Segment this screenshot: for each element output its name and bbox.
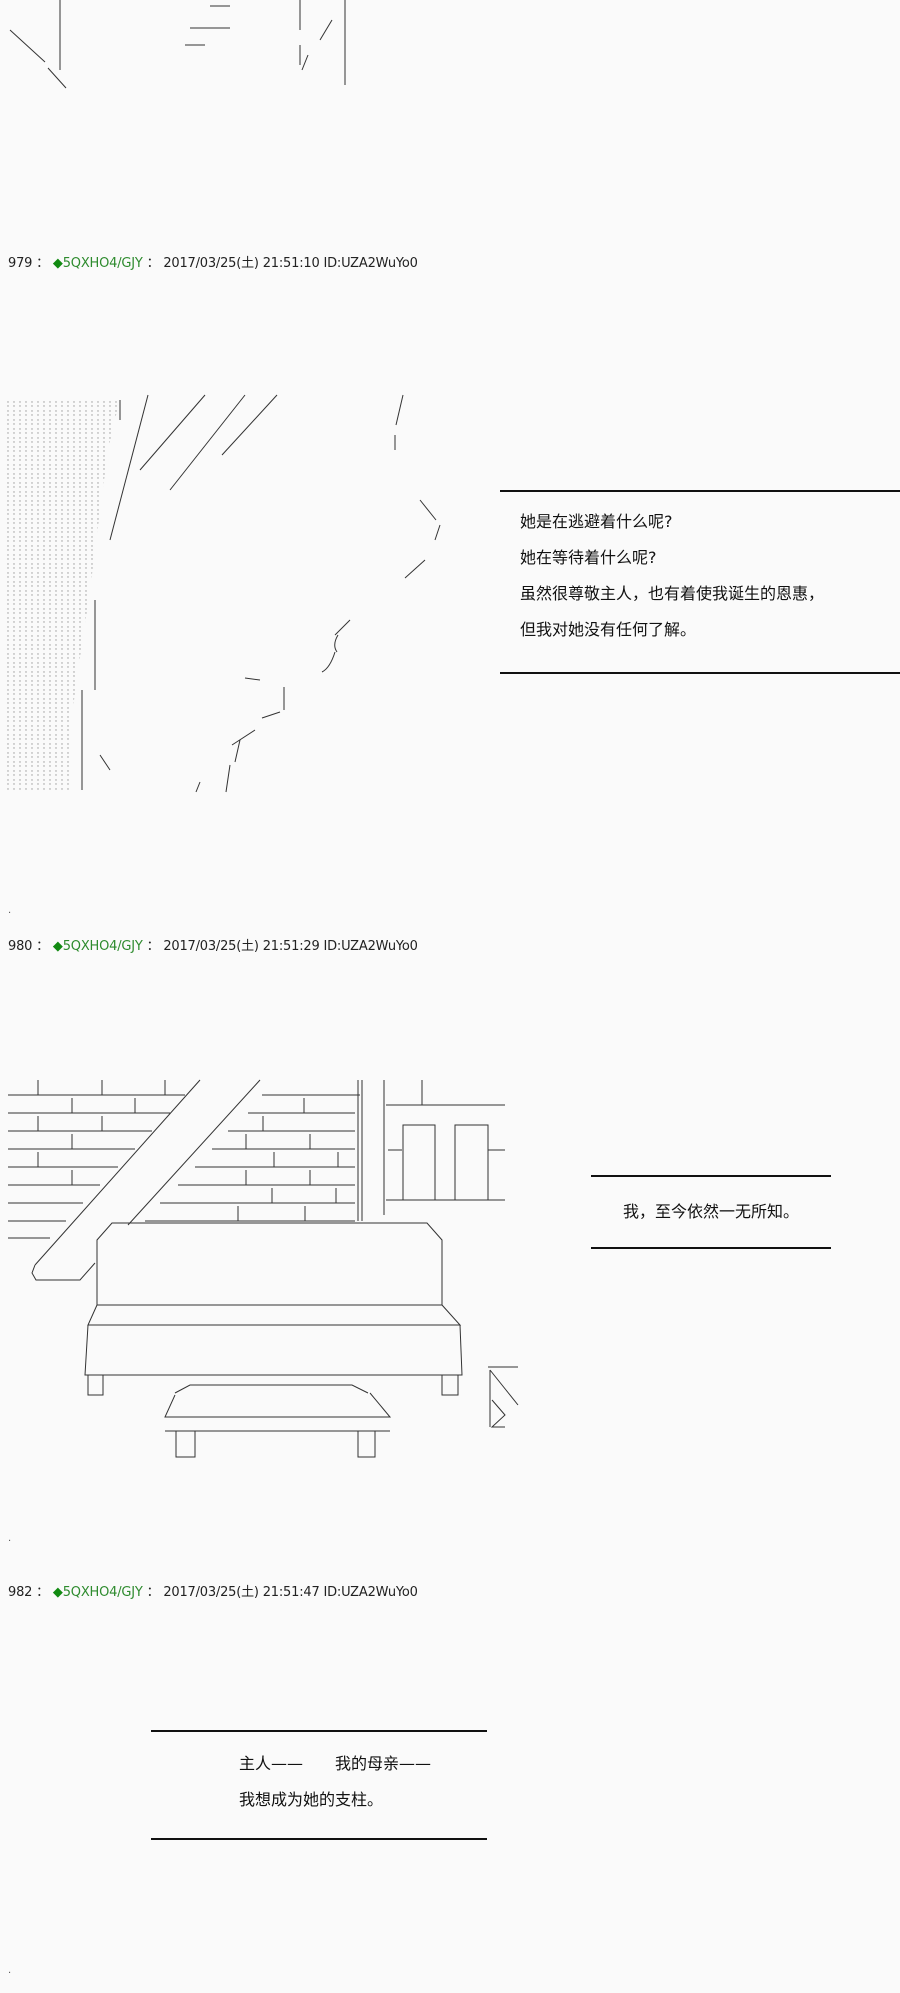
- post-datetime: 2017/03/25(土) 21:51:29: [163, 939, 320, 954]
- separator: ：: [146, 939, 160, 954]
- narration-line: 她在等待着什么呢?: [520, 548, 657, 567]
- trip-diamond-icon: ◆: [52, 1585, 63, 1600]
- post-datetime: 2017/03/25(土) 21:51:10: [163, 256, 320, 271]
- separator-dot: .: [8, 1533, 12, 1544]
- narration-line: 虽然很尊敬主人，也有着使我诞生的恩惠，: [520, 584, 825, 603]
- narration-box-1: 她是在逃避着什么呢? 她在等待着什么呢? 虽然很尊敬主人，也有着使我诞生的恩惠，…: [500, 490, 900, 674]
- ascii-art-room-bed: [8, 1079, 519, 1458]
- separator: ：: [36, 256, 49, 271]
- narration-line: 主人—— 我的母亲——: [239, 1754, 432, 1773]
- post-number: 980: [8, 939, 33, 954]
- ascii-art-girl-silhouette: [6, 394, 441, 793]
- narration-line: 我想成为她的支柱。: [239, 1790, 384, 1809]
- trip-diamond-icon: ◆: [52, 256, 63, 271]
- post-id: ID:UZA2WuYo0: [323, 1585, 418, 1600]
- narration-line: 她是在逃避着什么呢?: [520, 512, 673, 531]
- separator: ：: [146, 256, 160, 271]
- tripcode: 5QXHO4/GJY: [62, 1585, 143, 1600]
- post-header-979: 979 ： ◆5QXHO4/GJY ： 2017/03/25(土) 21:51:…: [8, 252, 418, 271]
- post-header-980: 980 ： ◆5QXHO4/GJY ： 2017/03/25(土) 21:51:…: [8, 935, 418, 954]
- post-id: ID:UZA2WuYo0: [323, 939, 418, 954]
- tripcode: 5QXHO4/GJY: [62, 256, 143, 271]
- separator-dot: .: [8, 1965, 12, 1976]
- post-number: 979: [8, 256, 33, 271]
- trip-diamond-icon: ◆: [52, 939, 63, 954]
- narration-line: 但我对她没有任何了解。: [520, 620, 697, 639]
- separator-dot: .: [8, 905, 12, 916]
- separator: ：: [146, 1585, 160, 1600]
- narration-line: 我，至今依然一无所知。: [622, 1202, 799, 1221]
- post-datetime: 2017/03/25(土) 21:51:47: [163, 1585, 320, 1600]
- separator: ：: [36, 1585, 49, 1600]
- separator: ：: [36, 939, 49, 954]
- narration-box-3: 主人—— 我的母亲—— 我想成为她的支柱。: [151, 1730, 487, 1840]
- tripcode: 5QXHO4/GJY: [62, 939, 143, 954]
- ascii-art-top: [9, 0, 346, 89]
- post-number: 982: [8, 1585, 33, 1600]
- post-id: ID:UZA2WuYo0: [323, 256, 418, 271]
- narration-box-2: 我，至今依然一无所知。: [591, 1175, 831, 1249]
- post-header-982: 982 ： ◆5QXHO4/GJY ： 2017/03/25(土) 21:51:…: [8, 1581, 418, 1600]
